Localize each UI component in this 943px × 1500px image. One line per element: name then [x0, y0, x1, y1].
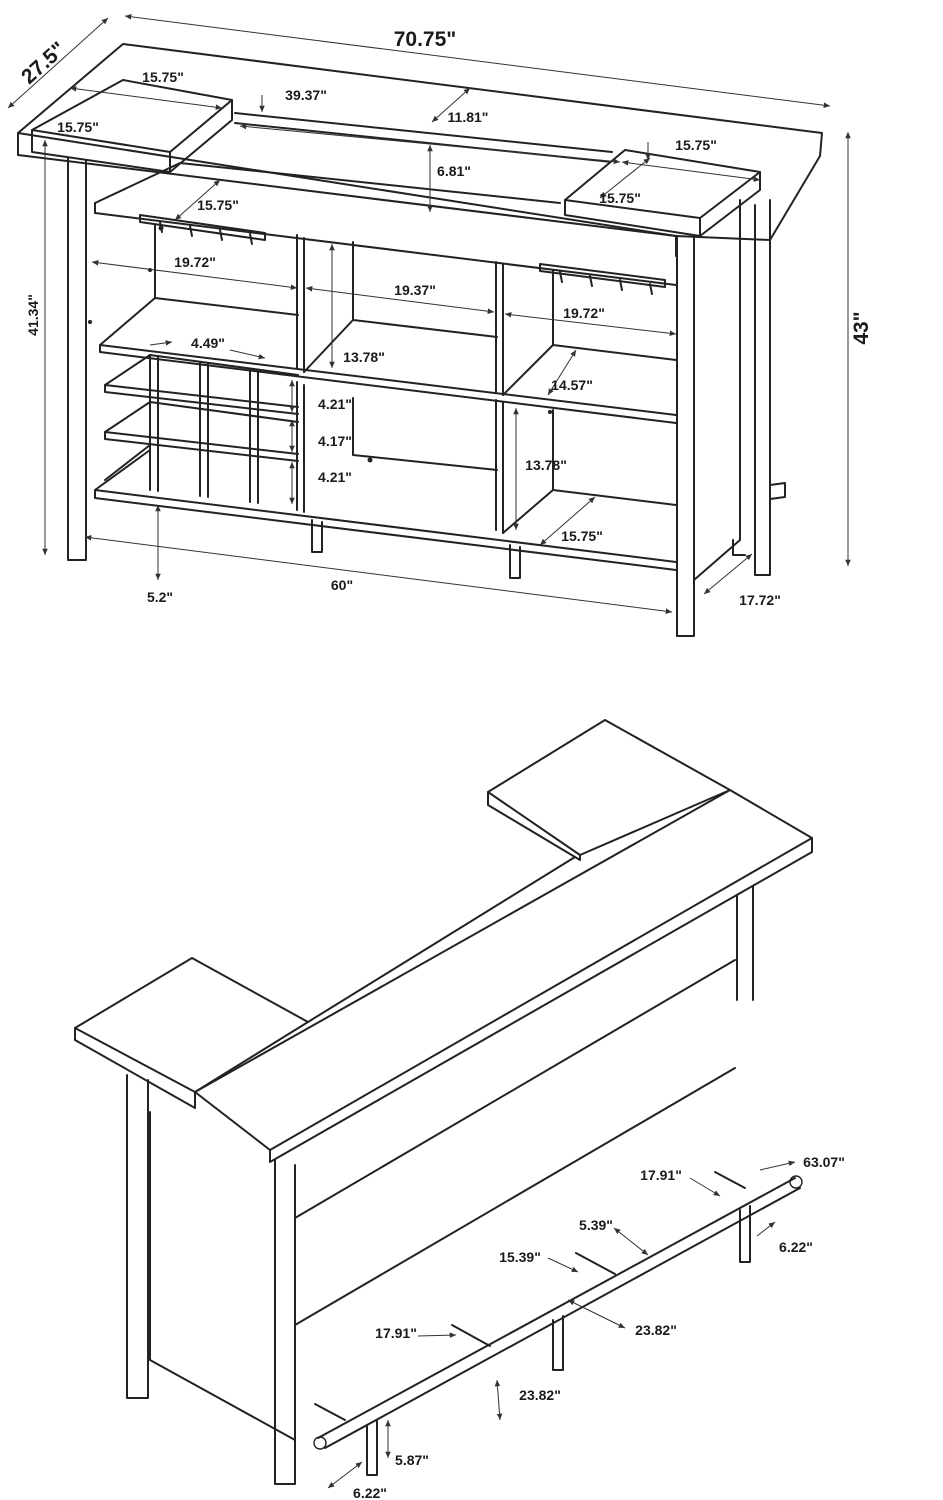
base-clearance-label: 5.2" [147, 589, 173, 605]
left-compartment-width-label: 19.72" [174, 254, 216, 270]
top-depth-label: 11.81" [448, 109, 489, 125]
side-depth-label: 17.72" [739, 592, 781, 608]
center-span-label: 39.37" [285, 87, 327, 103]
bottle-row-3-label: 4.21" [318, 469, 352, 485]
overall-depth-label: 27.5" [17, 38, 70, 89]
front-view-labels: 27.5" 70.75" 43" 41.34" 15.75" 15.75" 39… [17, 28, 873, 608]
bracket-spacing-top-label: 17.91" [640, 1167, 682, 1183]
middle-compartment-width-label: 19.37" [394, 282, 436, 298]
base-width-label: 60" [331, 577, 353, 593]
bracket-length-label: 5.39" [579, 1217, 613, 1233]
rear-view-labels: 63.07" 17.91" 5.39" 6.22" 15.39" 23.82" … [353, 1154, 845, 1500]
lower-compartment-height-label: 13.78" [525, 457, 567, 473]
bottle-row-1-label: 4.21" [318, 396, 352, 412]
footrest-length-label: 63.07" [803, 1154, 845, 1170]
left-wing-length-label: 15.75" [142, 69, 184, 85]
footrest-height-label: 5.87" [395, 1452, 429, 1468]
footrest-offset-back-label: 6.22" [779, 1239, 813, 1255]
bracket-spacing-mid-label: 15.39" [499, 1249, 541, 1265]
upper-compartment-height-label: 13.78" [343, 349, 385, 365]
leg-spacing-right-label: 23.82" [635, 1322, 677, 1338]
right-shelf-depth-label: 14.57" [551, 377, 593, 393]
right-wing-depth-label: 15.75" [599, 190, 641, 206]
bracket-spacing-bottom-label: 17.91" [375, 1325, 417, 1341]
bottle-cell-width-label: 4.49" [191, 335, 225, 351]
overall-width-label: 70.75" [394, 28, 457, 51]
leg-height-label: 41.34" [25, 294, 41, 336]
leg-spacing-left-label: 23.82" [519, 1387, 561, 1403]
bottom-shelf-depth-label: 15.75" [561, 528, 603, 544]
footrest-offset-front-label: 6.22" [353, 1485, 387, 1500]
front-view-drawing [17, 43, 823, 637]
overall-height-label: 43" [850, 311, 873, 344]
right-compartment-width-label: 19.72" [563, 305, 605, 321]
top-gap-label: 6.81" [437, 163, 471, 179]
front-view-dimension-lines [7, 14, 851, 614]
upper-shelf-depth-label: 15.75" [197, 197, 239, 213]
right-wing-length-label: 15.75" [675, 137, 717, 153]
rear-view-dimension-lines [327, 1160, 796, 1489]
rear-view-drawing [74, 719, 813, 1485]
left-wing-depth-label: 15.75" [57, 119, 99, 135]
bottle-row-2-label: 4.17" [318, 433, 352, 449]
